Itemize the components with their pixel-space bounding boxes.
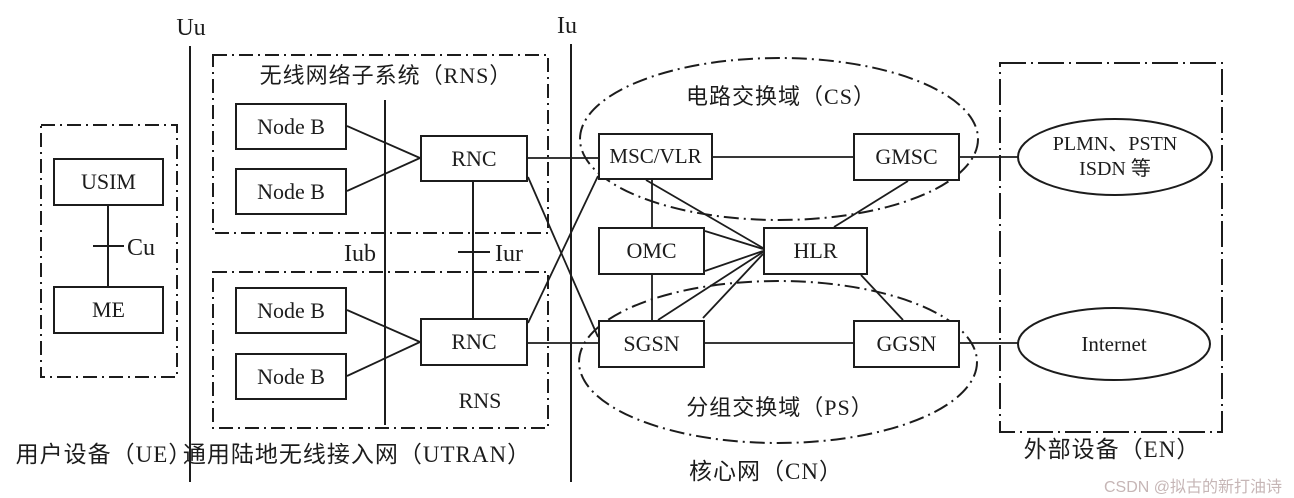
ue-region-label: 用户设备（UE） bbox=[15, 442, 193, 467]
plmn-ellipse bbox=[1017, 118, 1213, 196]
rnc2-msc-link bbox=[527, 175, 599, 324]
iur-interface-label: Iur bbox=[495, 241, 523, 267]
nodeb1-rnc1-link bbox=[346, 125, 421, 159]
plmn-line2: ISDN 等 bbox=[1079, 158, 1151, 180]
ps-domain-ellipse bbox=[578, 280, 978, 444]
en-region-label: 外部设备（EN） bbox=[1023, 437, 1201, 462]
sgsn-hlr-link-long bbox=[657, 251, 764, 321]
gmsc-hlr-link bbox=[833, 180, 909, 228]
nodeb4-rnc2-link bbox=[346, 341, 421, 377]
nodeb3-rnc2-link bbox=[346, 309, 421, 343]
omc-hlr-link-lower bbox=[704, 250, 764, 272]
nodeb4-node: Node B bbox=[235, 353, 347, 400]
en-region-box bbox=[999, 62, 1223, 433]
rnc2-node: RNC bbox=[420, 318, 528, 366]
hlr-ggsn-link bbox=[860, 274, 904, 321]
me-node: ME bbox=[53, 286, 164, 334]
iu-interface-label: Iu bbox=[557, 13, 577, 39]
ggsn-node: GGSN bbox=[853, 320, 960, 368]
msc-vlr-node: MSC/VLR bbox=[598, 133, 713, 180]
rns1-region-box bbox=[212, 54, 549, 234]
cs-domain-ellipse bbox=[579, 57, 979, 221]
rns2-inner-label: RNS bbox=[458, 388, 502, 413]
sgsn-hlr-link-short bbox=[702, 253, 764, 319]
csdn-watermark: CSDN @拟古的新打油诗 bbox=[1104, 479, 1283, 496]
nodeb2-node: Node B bbox=[235, 168, 347, 215]
msc-hlr-link bbox=[645, 179, 764, 249]
omc-hlr-link-upper bbox=[704, 230, 764, 250]
rns-title-label: 无线网络子系统（RNS） bbox=[259, 63, 513, 88]
rnc1-sgsn-link bbox=[527, 176, 599, 338]
usim-node: USIM bbox=[53, 158, 164, 206]
iub-interface-label: Iub bbox=[344, 241, 376, 267]
cu-interface-label: Cu bbox=[127, 235, 156, 261]
nodeb2-rnc1-link bbox=[346, 157, 421, 192]
rnc1-node: RNC bbox=[420, 135, 528, 182]
internet-ellipse-text: Internet bbox=[1081, 331, 1147, 356]
uu-interface-label: Uu bbox=[176, 15, 206, 41]
sgsn-node: SGSN bbox=[598, 320, 705, 368]
plmn-ellipse-text: PLMN、PSTN ISDN 等 bbox=[1053, 132, 1177, 182]
omc-node: OMC bbox=[598, 227, 705, 275]
nodeb3-node: Node B bbox=[235, 287, 347, 334]
gmsc-node: GMSC bbox=[853, 133, 960, 181]
internet-ellipse bbox=[1017, 307, 1211, 381]
rns2-region-box bbox=[212, 271, 549, 429]
plmn-line1: PLMN、PSTN bbox=[1052, 133, 1178, 155]
nodeb1-node: Node B bbox=[235, 103, 347, 150]
utran-region-label: 通用陆地无线接入网（UTRAN） bbox=[182, 442, 532, 467]
cn-region-label: 核心网（CN） bbox=[689, 459, 843, 484]
cs-domain-label: 电路交换域（CS） bbox=[686, 84, 876, 109]
ue-region-box bbox=[40, 124, 178, 378]
ps-domain-label: 分组交换域（PS） bbox=[686, 395, 874, 420]
hlr-node: HLR bbox=[763, 227, 868, 275]
